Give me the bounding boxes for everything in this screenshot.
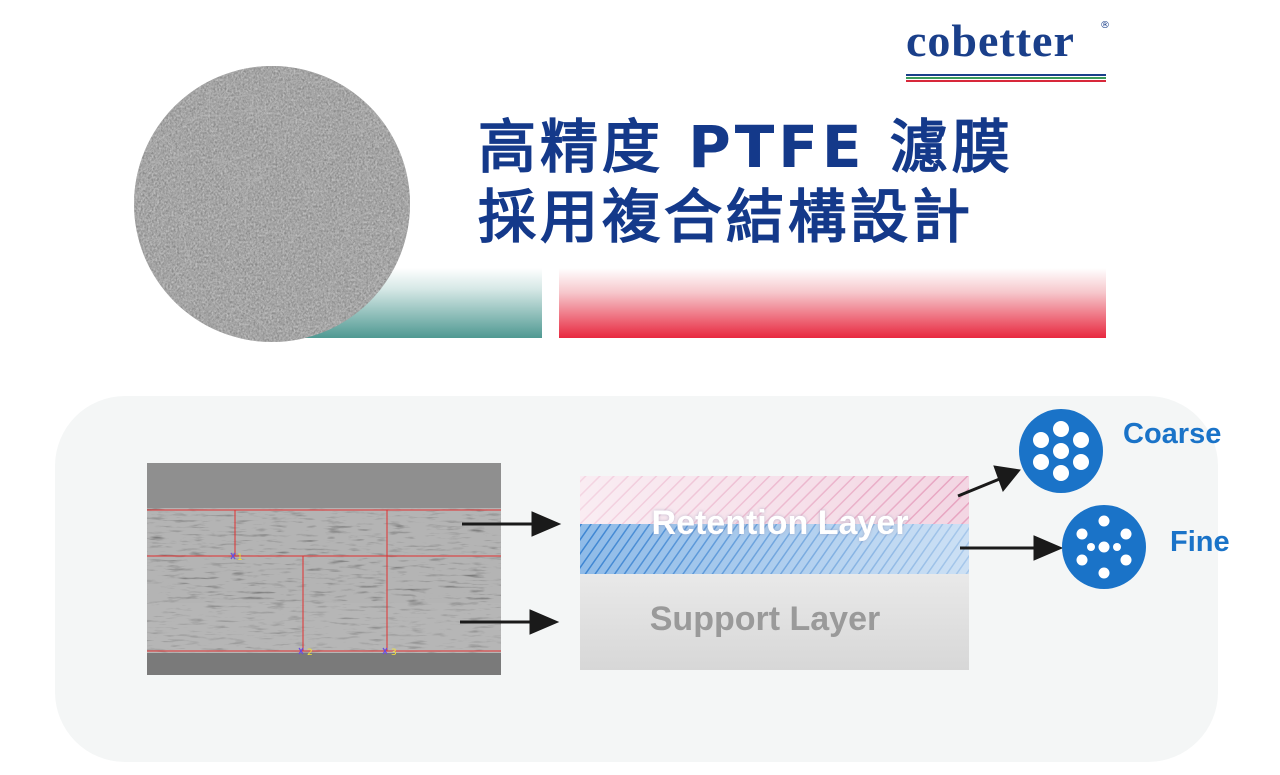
title-line-1: 高精度 PTFE 濾膜: [478, 113, 1014, 181]
arrow-up-right-icon: [993, 465, 1021, 493]
arrow-right-icon: [531, 511, 562, 537]
logo-registered-mark: ®: [1100, 20, 1110, 31]
arrow-right-icon: [1033, 535, 1064, 561]
coarse-pore-label: Coarse: [1123, 418, 1222, 450]
support-layer: [580, 574, 969, 670]
red-gradient-bar: [559, 268, 1106, 338]
sem-marker-3: 3: [391, 648, 397, 658]
fiber-texture-image: [134, 66, 410, 342]
page-title: 高精度 PTFE 濾膜 採用複合結構設計: [478, 112, 1098, 252]
logo-wordmark: cobetter: [906, 15, 1075, 66]
measurement-lines: [147, 509, 501, 652]
membrane-sample-disc: [134, 66, 410, 342]
title-line-2: 採用複合結構設計: [478, 183, 975, 251]
retention-layer-label: Retention Layer: [651, 504, 909, 542]
cross-section-texture: 1 2 3: [147, 463, 501, 675]
logo-underline-blue: [906, 74, 1106, 76]
arrow-right-icon: [529, 609, 560, 635]
logo-underline-red: [906, 80, 1106, 82]
logo-underline-green: [906, 77, 1106, 79]
sem-cross-marks: [230, 552, 388, 655]
support-layer-label: Support Layer: [649, 600, 881, 638]
arrows: [460, 465, 1064, 635]
fine-pore-icon: [1062, 505, 1146, 589]
fine-pore-label: Fine: [1170, 526, 1230, 558]
sem-marker-1: 1: [237, 553, 243, 563]
sem-cross-section-image: 1 2 3: [147, 463, 501, 675]
brand-logo: cobetter ®: [900, 14, 1115, 82]
sem-marker-2: 2: [307, 648, 313, 658]
coarse-pore-icon: [1019, 409, 1103, 493]
